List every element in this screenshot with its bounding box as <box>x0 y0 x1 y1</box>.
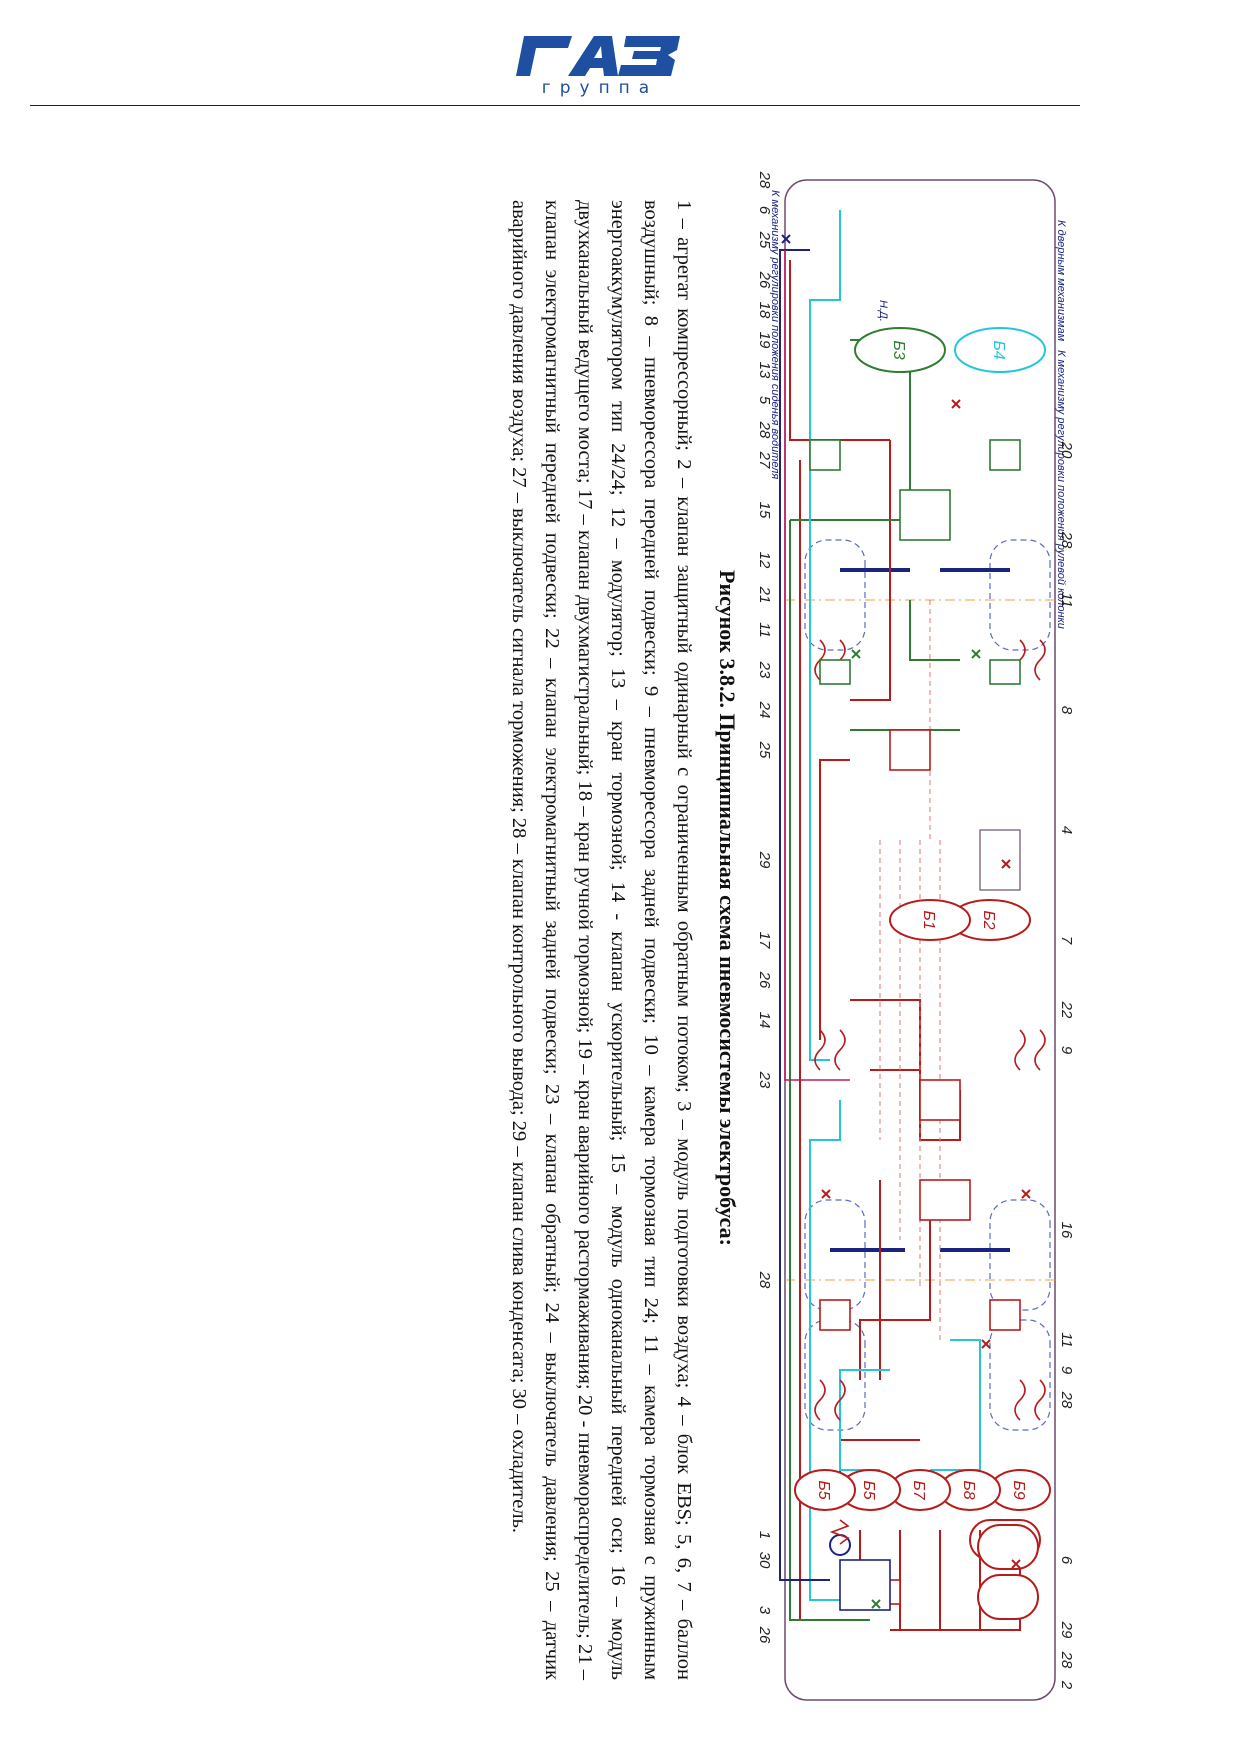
tank-label: Б1 <box>920 910 937 929</box>
ebs-block <box>979 829 1021 891</box>
tank-label: Б5 <box>815 1480 832 1499</box>
scheme-notes: К механизму регулировки положения рулево… <box>770 190 1067 629</box>
rear-tank-group <box>977 1524 1039 1620</box>
gaz-logo-icon <box>516 36 680 76</box>
header-divider <box>30 105 1080 106</box>
tank-row-top <box>794 1469 1051 1511</box>
blue-lines <box>779 249 830 1581</box>
callout-number: 25 <box>756 741 773 759</box>
callout-number: 24 <box>756 701 773 719</box>
tank-b4 <box>954 327 1046 373</box>
test-point-marks-green <box>851 649 981 1609</box>
callout-number: 6 <box>1058 1556 1075 1565</box>
callout-number: 5 <box>756 396 773 405</box>
callout-number: 26 <box>756 1626 773 1644</box>
callout-number: 27 <box>756 451 773 469</box>
figure-legend: 1 – агрегат компрессорный; 2 – клапан за… <box>508 200 695 1680</box>
callout-number: 26 <box>756 271 773 289</box>
cyan-lines <box>809 210 981 1601</box>
callout-number: 23 <box>756 661 773 679</box>
callout-number: 18 <box>756 302 773 319</box>
callout-number: 11 <box>1058 1332 1075 1348</box>
callout-number: 19 <box>756 332 773 349</box>
callout-number: 22 <box>1058 1001 1075 1019</box>
callout-number: 26 <box>756 971 773 989</box>
rotated-figure-page: Б9 Б8 Б7 Б5 Б5 Б2 Б1 Б4 Б3 <box>160 140 1080 1720</box>
air-prep-module <box>839 1559 891 1611</box>
tank-labels: Б9 Б8 Б7 Б5 Б5 Б2 Б1 Б4 Б3 <box>815 340 1027 1500</box>
callout-number: 1 <box>756 1531 773 1539</box>
callout-number: 21 <box>756 586 773 604</box>
axle-centerlines <box>785 599 1055 1281</box>
wheel-outlines <box>804 539 1051 1431</box>
note-steering-column: К механизму регулировки положения рулево… <box>1055 350 1067 629</box>
tank-label: Б8 <box>960 1480 977 1499</box>
tank-row-middle <box>889 899 1031 941</box>
callout-number: 13 <box>756 362 773 379</box>
callout-number: 28 <box>756 171 773 189</box>
tank-label: Б3 <box>890 340 907 359</box>
callout-number: 28 <box>1058 1651 1075 1669</box>
callouts-top: 29 28 2 28 6 9 11 16 9 22 7 4 8 11 28 20 <box>1058 441 1075 1690</box>
figure-title: Рисунок 3.8.2. Принципиальная схема пнев… <box>715 570 740 1246</box>
note-nd: Н.Д. <box>877 300 889 322</box>
callout-number: 17 <box>756 932 773 949</box>
callout-number: 9 <box>1058 1046 1075 1055</box>
green-module-boxes <box>809 439 1021 685</box>
cooler-symbol <box>829 1519 850 1545</box>
callout-number: 4 <box>1058 826 1075 834</box>
callout-number: 12 <box>756 552 773 569</box>
callout-number: 11 <box>756 622 773 638</box>
magenta-lines <box>784 250 850 1081</box>
callout-number: 28 <box>756 1271 773 1289</box>
note-driver-seat: К механизму регулировки положения сидень… <box>770 190 781 479</box>
callout-number: 30 <box>756 1552 773 1569</box>
callout-number: 28 <box>1058 531 1075 549</box>
test-point-marks <box>821 399 1031 1569</box>
page-header: группа <box>0 0 1240 110</box>
callout-number: 28 <box>1058 1391 1075 1409</box>
tank-label: Б5 <box>860 1480 877 1499</box>
callout-number: 7 <box>1058 936 1075 945</box>
callout-number: 11 <box>1058 592 1075 608</box>
callout-number: 6 <box>756 206 773 215</box>
callout-number: 3 <box>756 1606 773 1615</box>
callout-number: 25 <box>756 231 773 249</box>
tank-label: Б4 <box>990 340 1007 359</box>
tank-label: Б9 <box>1010 1480 1027 1499</box>
pneumatic-scheme-diagram: Б9 Б8 Б7 Б5 Б5 Б2 Б1 Б4 Б3 <box>770 179 1075 1701</box>
callout-number: 8 <box>1058 706 1075 715</box>
callout-number: 14 <box>756 1012 773 1029</box>
callout-number: 29 <box>1058 1621 1075 1639</box>
logo-subtitle: группа <box>541 78 659 98</box>
gaz-group-logo: группа <box>510 30 690 100</box>
callout-number: 20 <box>1058 441 1075 459</box>
callout-number: 23 <box>756 1071 773 1089</box>
note-door-mechanisms: К дверным механизмам <box>1055 220 1067 342</box>
callout-number: 29 <box>756 851 773 869</box>
callouts-bottom-row: 26 3 30 1 28 23 14 26 17 29 25 24 23 11 … <box>756 171 773 1644</box>
test-point-mark-blue <box>781 234 791 244</box>
callout-number: 2 <box>1058 1680 1075 1690</box>
tank-label: Б7 <box>910 1480 927 1500</box>
callout-number: 28 <box>756 421 773 439</box>
callout-number: 15 <box>756 502 773 519</box>
axle-lines <box>830 568 1010 1252</box>
callout-number: 9 <box>1058 1366 1075 1375</box>
callout-number: 16 <box>1058 1222 1075 1239</box>
tank-label: Б2 <box>980 910 997 929</box>
tank-b3 <box>854 327 946 373</box>
